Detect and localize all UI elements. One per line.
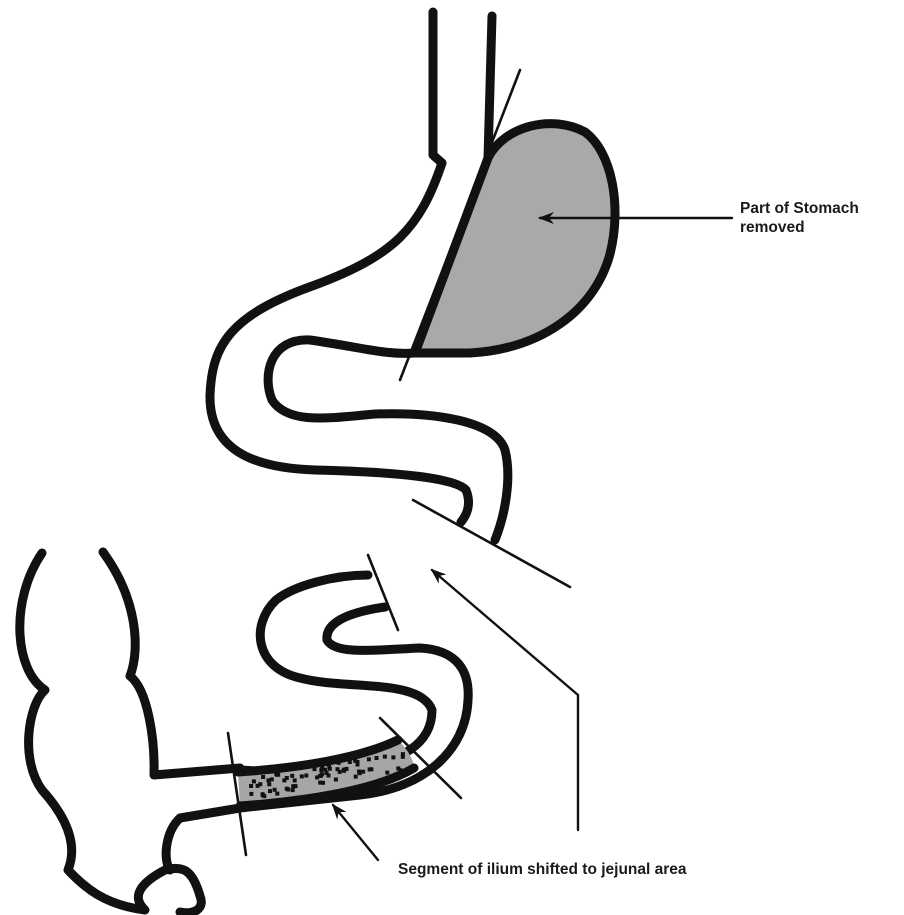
speckle-dot xyxy=(336,767,340,771)
speckle-dot xyxy=(396,766,400,770)
stomach-label-line1: Part of Stomach xyxy=(740,200,859,217)
speckle-dot xyxy=(290,774,294,778)
speckle-dot xyxy=(383,755,387,759)
speckle-dot xyxy=(325,771,329,775)
speckle-dot xyxy=(320,772,324,776)
speckle-dot xyxy=(285,776,289,780)
speckle-dot xyxy=(275,792,279,796)
speckle-dot xyxy=(320,765,324,769)
ileum-arrow xyxy=(333,805,378,860)
small-intestine-upper-cut xyxy=(368,555,398,630)
speckle-dot xyxy=(291,788,295,792)
speckle-dot xyxy=(261,775,265,779)
speckle-dot xyxy=(361,770,365,774)
colon-lower-connection xyxy=(166,808,240,870)
colon-inner xyxy=(103,552,240,775)
stomach-label: Part of Stomach removed xyxy=(740,199,859,237)
speckle-dot xyxy=(274,772,278,776)
speckle-dot xyxy=(300,774,304,778)
esophagus xyxy=(433,12,492,163)
speckle-dot xyxy=(342,769,346,773)
speckle-dot xyxy=(391,755,395,759)
speckle-dot xyxy=(249,784,253,788)
speckle-dot xyxy=(270,777,274,781)
speckle-dot xyxy=(367,757,371,761)
speckle-dot xyxy=(313,767,317,771)
speckle-dot xyxy=(327,763,331,767)
speckle-dot xyxy=(273,788,277,792)
speckle-dot xyxy=(321,781,325,785)
speckle-dot xyxy=(267,782,271,786)
speckle-dot xyxy=(285,787,289,791)
speckle-dot xyxy=(262,794,266,798)
speckle-dot xyxy=(368,767,372,771)
speckle-dot xyxy=(258,782,262,786)
speckle-dot xyxy=(328,767,332,771)
speckle-dot xyxy=(401,755,405,759)
speckle-dot xyxy=(268,789,272,793)
speckle-dot xyxy=(356,763,360,767)
stomach-label-line2: removed xyxy=(740,219,805,236)
speckle-dot xyxy=(252,779,256,783)
removed-stomach-section xyxy=(415,124,615,353)
speckle-dot xyxy=(249,792,253,796)
speckle-dot xyxy=(293,778,297,782)
ileum-label: Segment of ilium shifted to jejunal area xyxy=(398,860,687,879)
speckle-dot xyxy=(291,784,295,788)
speckle-dot xyxy=(348,760,352,764)
speckle-dot xyxy=(385,771,389,775)
speckle-dot xyxy=(334,778,338,782)
speckle-dot xyxy=(354,775,358,779)
speckle-dot xyxy=(304,774,308,778)
colon xyxy=(20,553,201,913)
speckle-dot xyxy=(337,761,341,765)
speckle-dot xyxy=(375,756,379,760)
